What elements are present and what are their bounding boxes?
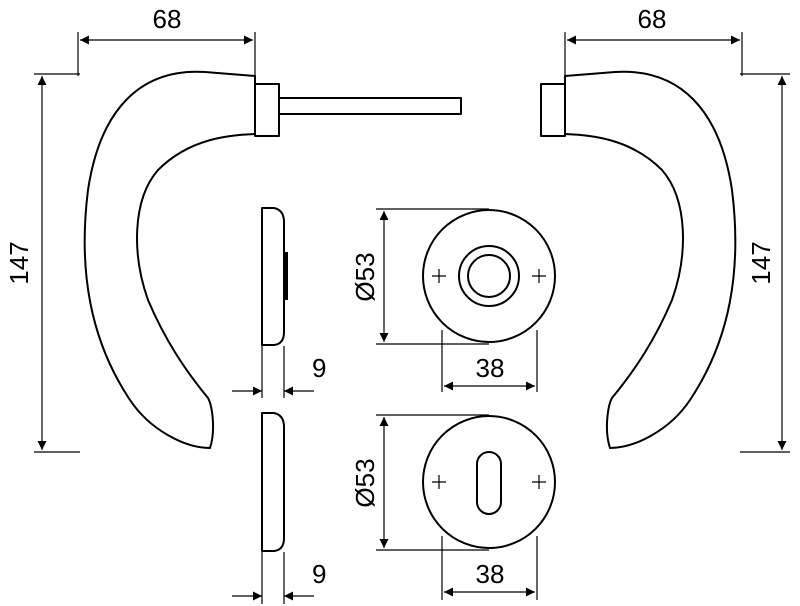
- rose-side-view: [261, 207, 288, 346]
- dim-label: Ø53: [350, 252, 380, 301]
- dim-label: 147: [4, 241, 34, 284]
- dim-label: 9: [312, 353, 326, 383]
- dim-escutcheon-width: 38: [441, 536, 538, 600]
- dim-rose-diameter: Ø53: [350, 208, 489, 345]
- dim-label: 38: [476, 353, 505, 383]
- right-handle-neck: [540, 83, 566, 137]
- dim-right-height: 147: [740, 73, 790, 453]
- dim-escutcheon-diameter: Ø53: [350, 414, 489, 551]
- dim-label: 68: [638, 4, 667, 34]
- dim-rose-width: 38: [441, 330, 538, 392]
- right-handle-lever: [564, 70, 737, 449]
- dim-left-height: 147: [4, 73, 80, 453]
- rose-front-view: [422, 209, 556, 343]
- right-door-handle: [540, 70, 737, 449]
- screw-mark: [432, 475, 446, 489]
- dim-label: 147: [746, 241, 776, 284]
- dim-rose-thickness: 9: [232, 346, 326, 398]
- left-handle-neck: [254, 83, 280, 137]
- screw-mark: [432, 269, 446, 283]
- left-door-handle: [83, 70, 462, 449]
- keyhole-slot: [476, 451, 502, 515]
- dim-label: 9: [312, 559, 326, 589]
- escutcheon-side-view: [261, 412, 285, 552]
- left-handle-spindle: [278, 97, 462, 115]
- dim-right-width: 68: [564, 4, 743, 76]
- screw-mark: [532, 269, 546, 283]
- dim-label: Ø53: [350, 458, 380, 507]
- escutcheon-front-view: [422, 415, 556, 549]
- screw-mark: [532, 475, 546, 489]
- dim-label: 38: [476, 559, 505, 589]
- dim-escutcheon-thickness: 9: [232, 552, 326, 604]
- dim-label: 68: [153, 4, 182, 34]
- left-handle-lever: [83, 70, 256, 449]
- dim-left-width: 68: [77, 4, 256, 76]
